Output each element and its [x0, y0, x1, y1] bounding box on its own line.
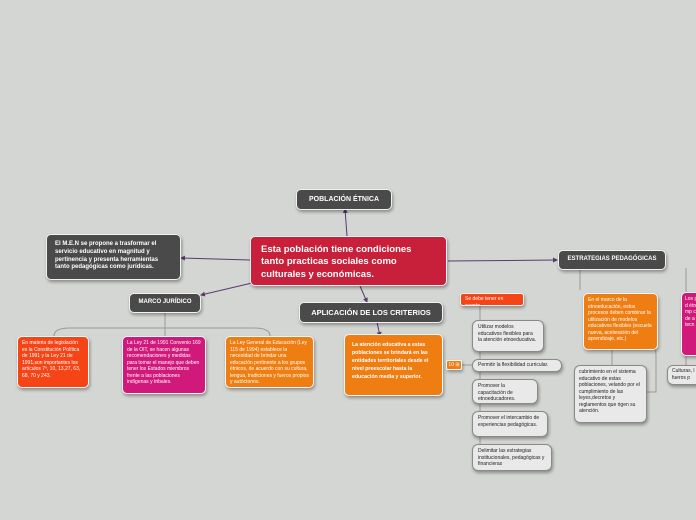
aplicacion-label: APLICACIÓN DE LOS CRITERIOS	[311, 308, 431, 317]
link-poblacion	[342, 208, 348, 237]
men-node-text: El M.E.N se propone a trasformar el serv…	[55, 241, 159, 271]
se-debe-node[interactable]: Se debe tener en cuenta	[460, 293, 524, 306]
se-debe-text: Se debe tener en cuenta	[465, 296, 504, 306]
marco-etnoeducacion-text: En el marco de la etnoeducación, estos p…	[588, 297, 652, 342]
aplicacion-detail-text: La atención educativa a estas poblacione…	[352, 342, 429, 381]
marco-etnoeducacion-node[interactable]: En el marco de la etnoeducación, estos p…	[583, 293, 658, 350]
marco-item-ley115[interactable]: La Ley General de Educación (Ley 115 de …	[225, 336, 314, 388]
pink-partial-node[interactable]: Los p fund étnic comp coles de a cono te…	[681, 292, 696, 356]
men-node[interactable]: El M.E.N se propone a trasformar el serv…	[46, 234, 181, 280]
estrategia-item-modelos-text: Utilizar modelos educativos flexibles pa…	[478, 324, 537, 343]
marco-item-constitucion[interactable]: En materia de legislación es la Constitu…	[17, 336, 89, 388]
estrategia-item-capacitacion[interactable]: Promover la capacitación de etnoeducador…	[472, 379, 538, 404]
estrategia-item-delimitar-text: Delimitar las estrategias institucionale…	[478, 448, 545, 467]
cubrimiento-node[interactable]: cubrimiento en el sistema educativo de e…	[574, 365, 647, 423]
marco-item-constitucion-text: En materia de legislación es la Constitu…	[22, 340, 81, 379]
estrategias-label: ESTRATEGIAS PEDAGÓGICAS	[567, 256, 657, 262]
marco-bracket	[53, 327, 271, 337]
pink-partial-text: Los p fund étnic comp coles de a cono te…	[685, 296, 696, 328]
estrategias-node[interactable]: ESTRATEGIAS PEDAGÓGICAS	[558, 250, 666, 270]
central-node[interactable]: Esta población tiene condiciones tanto p…	[250, 236, 447, 286]
cultura-partial-text: Culturas, l y fueros p	[672, 368, 696, 381]
estrategia-item-intercambio[interactable]: Promover el intercambio de experiencias …	[472, 411, 548, 437]
marco-item-ley21-text: La Ley 21 de 1991 Convenio 169 de la OIT…	[127, 340, 201, 385]
marco-juridico-label: MARCO JURÍDICO	[138, 299, 192, 305]
link-marco	[200, 282, 253, 297]
estrategia-item-modelos[interactable]: Utilizar modelos educativos flexibles pa…	[472, 320, 544, 352]
cultura-partial-node[interactable]: Culturas, l y fueros p	[667, 365, 696, 385]
estrategia-item-delimitar[interactable]: Delimitar las estrategias institucionale…	[472, 444, 552, 471]
link-aplicacion	[359, 285, 368, 303]
marco-item-ley21[interactable]: La Ley 21 de 1991 Convenio 169 de la OIT…	[122, 336, 206, 394]
count-badge[interactable]: 10 ⊞	[446, 360, 462, 370]
count-badge-text: 10 ⊞	[448, 362, 460, 368]
link-detail	[376, 321, 382, 337]
poblacion-etnica-label: POBLACIÓN ÉTNICA	[309, 196, 379, 203]
poblacion-etnica-node[interactable]: POBLACIÓN ÉTNICA	[296, 189, 392, 210]
central-node-text: Esta población tiene condiciones tanto p…	[261, 244, 412, 280]
estrategia-item-flexibilidad-text: Permitir la flexibilidad curricular.	[478, 362, 549, 368]
aplicacion-node[interactable]: APLICACIÓN DE LOS CRITERIOS	[299, 302, 443, 323]
marco-juridico-node[interactable]: MARCO JURÍDICO	[129, 293, 201, 313]
link-estrategias	[447, 257, 558, 263]
aplicacion-detail-node[interactable]: La atención educativa a estas poblacione…	[344, 334, 443, 396]
estrategia-item-capacitacion-text: Promover la capacitación de etnoeducador…	[478, 383, 516, 402]
link-men	[180, 255, 251, 261]
estrategia-item-flexibilidad[interactable]: Permitir la flexibilidad curricular.	[472, 359, 562, 372]
marco-item-ley115-text: La Ley General de Educación (Ley 115 de …	[230, 340, 309, 385]
cubrimiento-text: cubrimiento en el sistema educativo de e…	[579, 369, 640, 414]
estrategia-item-intercambio-text: Promover el intercambio de experiencias …	[478, 415, 540, 428]
